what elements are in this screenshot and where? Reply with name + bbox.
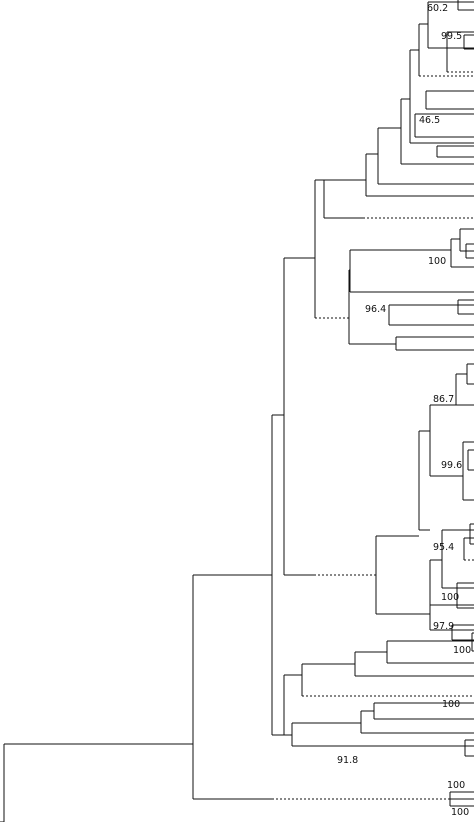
support-label: 100 bbox=[453, 645, 471, 656]
support-label: 95.4 bbox=[433, 542, 454, 553]
support-label: 96.4 bbox=[365, 304, 386, 315]
support-label: 97.9 bbox=[433, 621, 454, 632]
support-label: 100 bbox=[451, 807, 469, 818]
support-label: 60.2 bbox=[427, 3, 448, 14]
support-labels: 60.2 99.5 46.5 100 96.4 86.7 99.6 95.4 1… bbox=[337, 3, 471, 818]
support-label: 100 bbox=[447, 780, 465, 791]
support-label: 100 bbox=[442, 699, 460, 710]
support-label: 100 bbox=[441, 592, 459, 603]
support-label: 99.5 bbox=[441, 31, 462, 42]
support-label: 46.5 bbox=[419, 115, 440, 126]
support-label: 99.6 bbox=[441, 460, 462, 471]
support-label: 100 bbox=[428, 256, 446, 267]
support-label: 86.7 bbox=[433, 394, 454, 405]
support-label: 91.8 bbox=[337, 755, 358, 766]
